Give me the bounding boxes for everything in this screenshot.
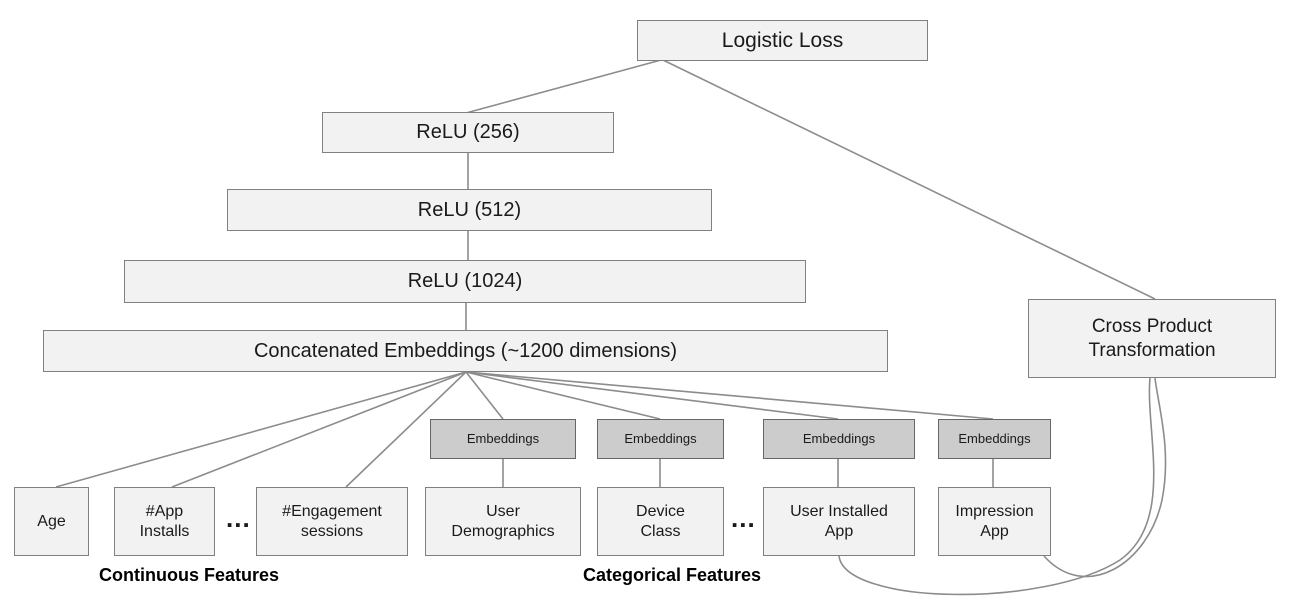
node-relu-1024-label: ReLU (1024) <box>407 270 523 293</box>
ellipsis-categorical-text: ... <box>731 503 756 533</box>
node-logistic-loss-label: Logistic Loss <box>721 28 844 52</box>
edge-concat-to-embed-2 <box>465 371 661 420</box>
group-label-continuous-features-text: Continuous Features <box>99 565 280 585</box>
node-feature-device-class[interactable]: Device Class <box>597 487 724 556</box>
edge-concat-to-embed-3 <box>465 371 839 420</box>
node-embeddings-2-label: Embeddings <box>624 431 697 447</box>
node-relu-512-label: ReLU (512) <box>417 198 522 221</box>
node-relu-512[interactable]: ReLU (512) <box>227 189 712 231</box>
node-feature-age[interactable]: Age <box>14 487 89 556</box>
ellipsis-continuous-text: ... <box>226 503 251 533</box>
node-relu-1024[interactable]: ReLU (1024) <box>124 260 806 303</box>
node-feature-device-class-label: Device Class <box>636 502 685 540</box>
node-logistic-loss[interactable]: Logistic Loss <box>637 20 928 61</box>
node-feature-impression-app[interactable]: Impression App <box>938 487 1051 556</box>
node-feature-age-label: Age <box>37 512 66 530</box>
node-concatenated-embeddings[interactable]: Concatenated Embeddings (~1200 dimension… <box>43 330 888 372</box>
node-embeddings-1-label: Embeddings <box>466 431 540 447</box>
node-embeddings-2[interactable]: Embeddings <box>597 419 724 459</box>
node-embeddings-4[interactable]: Embeddings <box>938 419 1051 459</box>
edge-concat-to-app-installs <box>171 371 467 488</box>
node-feature-engagement-sessions-label: #Engagement sessions <box>282 502 382 540</box>
ellipsis-categorical: ... <box>731 505 756 531</box>
node-relu-256[interactable]: ReLU (256) <box>322 112 614 153</box>
node-feature-app-installs[interactable]: #App Installs <box>114 487 215 556</box>
node-feature-user-installed-app-label: User Installed App <box>790 502 888 540</box>
group-label-categorical-features-text: Categorical Features <box>583 565 762 585</box>
edge-concat-to-embed-4 <box>465 371 994 420</box>
node-feature-user-demographics[interactable]: User Demographics <box>425 487 581 556</box>
node-feature-app-installs-label: #App Installs <box>139 502 190 540</box>
group-label-categorical-features: Categorical Features <box>583 565 761 586</box>
node-cross-product-transformation-label: Cross Product Transformation <box>1088 316 1216 361</box>
node-concatenated-embeddings-label: Concatenated Embeddings (~1200 dimension… <box>253 339 678 362</box>
ellipsis-continuous: ... <box>226 505 251 531</box>
edge-concat-to-age <box>55 371 467 488</box>
node-feature-user-demographics-label: User Demographics <box>451 502 555 540</box>
node-embeddings-3[interactable]: Embeddings <box>763 419 915 459</box>
node-feature-user-installed-app[interactable]: User Installed App <box>763 487 915 556</box>
node-cross-product-transformation[interactable]: Cross Product Transformation <box>1028 299 1276 378</box>
edge-impression-app-to-cross <box>1043 377 1167 578</box>
edge-concat-to-embed-1 <box>465 371 504 420</box>
node-feature-impression-app-label: Impression App <box>955 502 1034 540</box>
node-embeddings-4-label: Embeddings <box>958 431 1031 447</box>
node-relu-256-label: ReLU (256) <box>416 121 520 144</box>
group-label-continuous-features: Continuous Features <box>99 565 279 586</box>
node-feature-engagement-sessions[interactable]: #Engagement sessions <box>256 487 408 556</box>
edge-loss-to-relu256 <box>465 59 662 114</box>
node-embeddings-1[interactable]: Embeddings <box>430 419 576 459</box>
node-embeddings-3-label: Embeddings <box>802 431 876 447</box>
